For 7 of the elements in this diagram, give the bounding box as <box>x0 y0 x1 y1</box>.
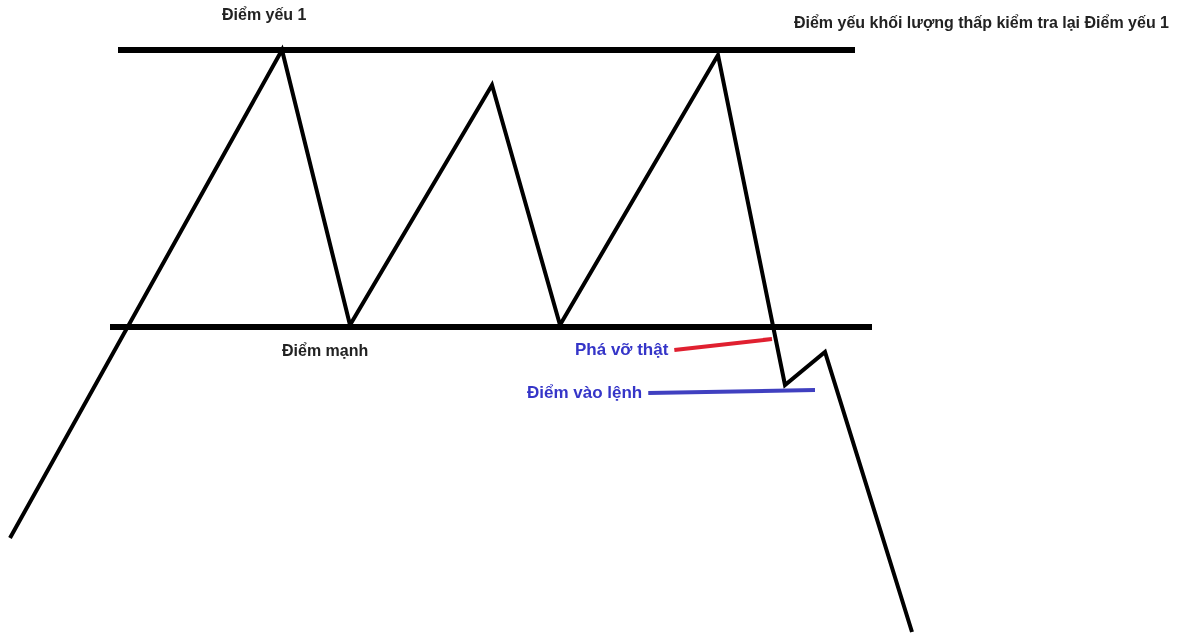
trough-label: Điểm mạnh <box>282 342 369 360</box>
peak-label: Điểm yếu khối lượng thấp kiểm tra lại Điểm yếu 1 <box>793 14 1169 32</box>
leader-line <box>674 337 773 352</box>
annotation-label: Phá vỡ thật <box>575 340 669 360</box>
leader-line <box>648 388 816 395</box>
annotation-label: Điểm vào lệnh <box>527 383 643 403</box>
peak-label: Điểm yếu 1 <box>222 6 307 24</box>
